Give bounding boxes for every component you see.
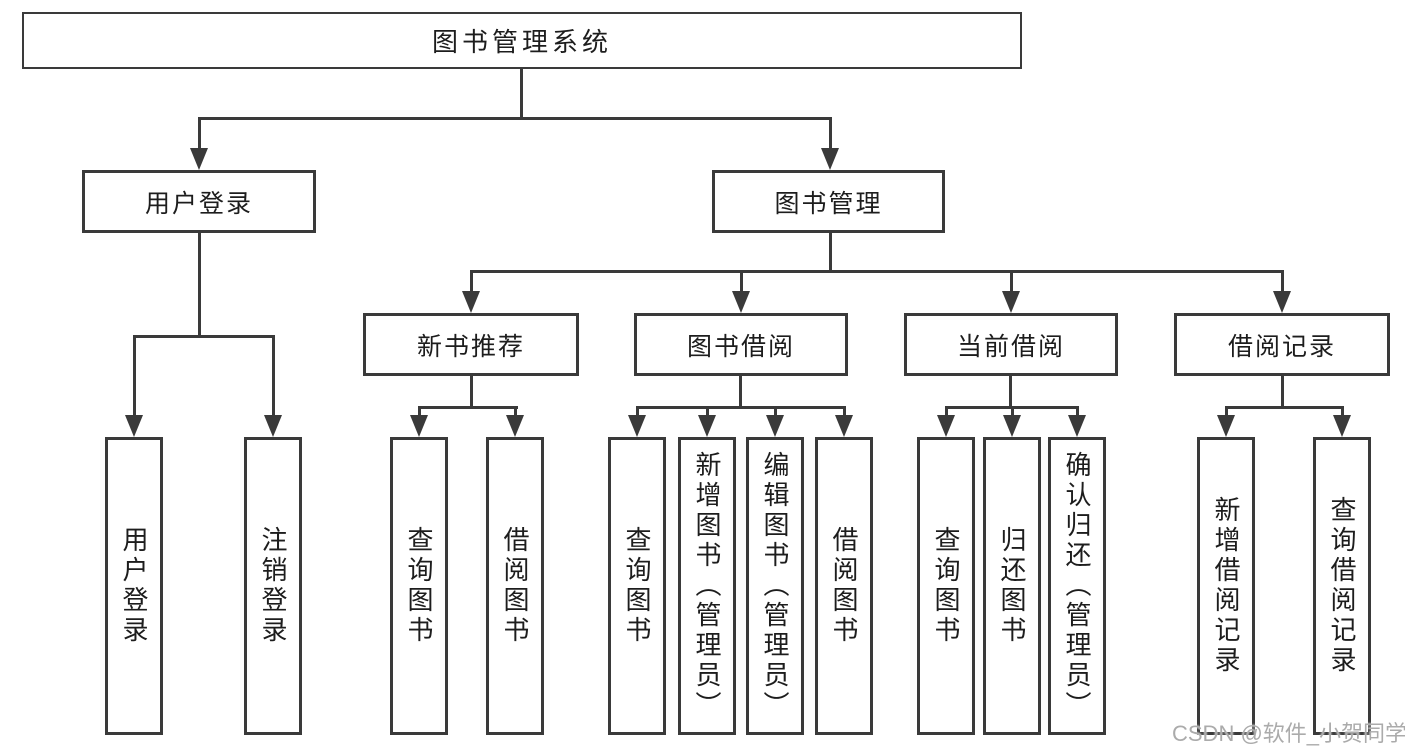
- connector-line: [739, 376, 742, 406]
- connector-line: [1076, 406, 1079, 417]
- connector-line: [1011, 406, 1014, 417]
- node-book-management-label: 图书管理: [774, 189, 883, 218]
- node-book-management: 图书管理: [712, 170, 945, 233]
- node-book-borrow: 图书借阅: [634, 313, 848, 376]
- leaf-user-login-label: 用户登录: [119, 526, 149, 646]
- connector-line: [470, 376, 473, 406]
- arrow-down-icon: [1217, 415, 1235, 437]
- node-book-borrow-label: 图书借阅: [686, 332, 795, 361]
- leaf-recommend-query-books-label: 查询图书: [404, 526, 434, 646]
- leaf-edit-books-admin: 编辑图书（管理员）: [746, 437, 804, 735]
- arrow-down-icon: [1333, 415, 1351, 437]
- connector-line: [1225, 406, 1228, 417]
- csdn-watermark: CSDN @软件_小贺同学: [1172, 721, 1405, 746]
- leaf-return-books: 归还图书: [983, 437, 1041, 735]
- node-borrow-records-label: 借阅记录: [1227, 332, 1336, 361]
- arrow-down-icon: [937, 415, 955, 437]
- connector-line: [198, 233, 201, 335]
- connector-line: [1281, 270, 1284, 293]
- connector-line: [470, 270, 473, 293]
- leaf-borrow-query-books-label: 查询图书: [622, 526, 652, 646]
- leaf-user-login: 用户登录: [105, 437, 163, 735]
- connector-line: [514, 406, 517, 417]
- leaf-logout: 注销登录: [244, 437, 302, 735]
- leaf-current-query-books-label: 查询图书: [931, 526, 961, 646]
- connector-line: [706, 406, 709, 417]
- leaf-add-books-admin-label: 新增图书（管理员）: [692, 451, 722, 721]
- leaf-recommend-borrow-books: 借阅图书: [486, 437, 544, 735]
- leaf-borrow-books: 借阅图书: [815, 437, 873, 735]
- leaf-edit-books-admin-label: 编辑图书（管理员）: [760, 451, 790, 721]
- node-user-login-label: 用户登录: [144, 189, 253, 218]
- arrow-down-icon: [1273, 291, 1291, 313]
- arrow-down-icon: [1068, 415, 1086, 437]
- arrow-down-icon: [506, 415, 524, 437]
- node-current-borrow: 当前借阅: [904, 313, 1118, 376]
- leaf-confirm-return-admin: 确认归还（管理员）: [1048, 437, 1106, 735]
- arrow-down-icon: [628, 415, 646, 437]
- connector-line: [829, 233, 832, 270]
- connector-line: [1341, 406, 1344, 417]
- connector-line: [198, 117, 832, 120]
- leaf-confirm-return-admin-label: 确认归还（管理员）: [1062, 451, 1092, 721]
- connector-line: [945, 406, 948, 417]
- arrow-down-icon: [835, 415, 853, 437]
- arrow-down-icon: [698, 415, 716, 437]
- node-root-label: 图书管理系统: [431, 27, 612, 57]
- arrow-down-icon: [766, 415, 784, 437]
- leaf-add-books-admin: 新增图书（管理员）: [678, 437, 736, 735]
- arrow-down-icon: [410, 415, 428, 437]
- connector-line: [843, 406, 846, 417]
- leaf-borrow-books-label: 借阅图书: [829, 526, 859, 646]
- connector-line: [470, 270, 1284, 273]
- arrow-down-icon: [125, 415, 143, 437]
- connector-line: [133, 335, 136, 417]
- arrow-down-icon: [462, 291, 480, 313]
- leaf-add-borrow-record-label: 新增借阅记录: [1211, 496, 1241, 676]
- arrow-down-icon: [264, 415, 282, 437]
- connector-line: [1009, 376, 1012, 406]
- connector-line: [774, 406, 777, 417]
- connector-line: [272, 335, 275, 417]
- arrow-down-icon: [732, 291, 750, 313]
- connector-line: [133, 335, 275, 338]
- leaf-current-query-books: 查询图书: [917, 437, 975, 735]
- connector-line: [636, 406, 846, 409]
- leaf-logout-label: 注销登录: [258, 526, 288, 646]
- leaf-recommend-borrow-books-label: 借阅图书: [500, 526, 530, 646]
- connector-line: [740, 270, 743, 293]
- node-borrow-records: 借阅记录: [1174, 313, 1390, 376]
- leaf-borrow-query-books: 查询图书: [608, 437, 666, 735]
- connector-line: [1281, 376, 1284, 406]
- leaf-query-borrow-record: 查询借阅记录: [1313, 437, 1371, 735]
- connector-line: [636, 406, 639, 417]
- node-new-book-recommend: 新书推荐: [363, 313, 579, 376]
- arrow-down-icon: [1003, 415, 1021, 437]
- connector-line: [829, 117, 832, 151]
- arrow-down-icon: [1002, 291, 1020, 313]
- arrow-down-icon: [190, 148, 208, 170]
- connector-line: [1010, 270, 1013, 293]
- connector-line: [198, 117, 201, 151]
- connector-line: [418, 406, 421, 417]
- node-root: 图书管理系统: [22, 12, 1022, 69]
- leaf-add-borrow-record: 新增借阅记录: [1197, 437, 1255, 735]
- node-user-login: 用户登录: [82, 170, 316, 233]
- arrow-down-icon: [821, 148, 839, 170]
- leaf-query-borrow-record-label: 查询借阅记录: [1327, 496, 1357, 676]
- node-new-book-recommend-label: 新书推荐: [416, 332, 525, 361]
- leaf-return-books-label: 归还图书: [997, 526, 1027, 646]
- connector-line: [1225, 406, 1343, 409]
- node-current-borrow-label: 当前借阅: [956, 332, 1065, 361]
- connector-line: [418, 406, 518, 409]
- connector-line: [520, 69, 523, 117]
- leaf-recommend-query-books: 查询图书: [390, 437, 448, 735]
